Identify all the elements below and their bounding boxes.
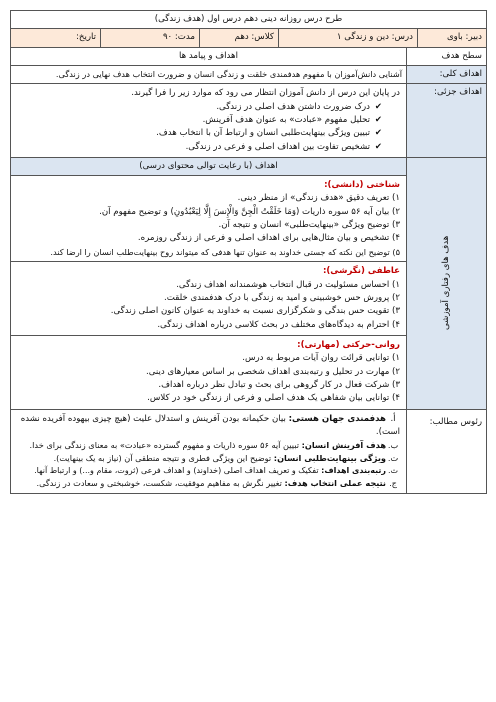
- outline-item: ث.رتبه‌بندی اهداف: تفکیک و تعریف اهداف ا…: [34, 465, 399, 475]
- affective-item: ۴) احترام به دیدگاه‌های مختلف در بحث کلا…: [157, 319, 401, 330]
- psychomotor-item: ۴) توانایی بیان شفاهی یک هدف اصلی و فرعی…: [147, 393, 401, 404]
- checkmark-icon: ✔: [374, 128, 383, 139]
- psychomotor-item: ۳) شرکت فعال در کار گروهی برای بحث و تبا…: [158, 379, 401, 390]
- title-row: طرح درس روزانه دینی دهم درس اول (هدف زند…: [9, 9, 488, 30]
- outline-row: رئوس مطالب: أ.هدفمندی جهان هستی: بیان حک…: [9, 408, 488, 494]
- outline-item: ج.نتیجه عملی انتخاب هدف: تغییر نگرش به م…: [36, 477, 397, 488]
- teacher-field: دبیر: باوی: [417, 29, 487, 47]
- psychomotor-item: ۲) مهارت در تحلیل و رتبه‌بندی اهداف شخصی…: [145, 366, 401, 377]
- affective-title: عاطفی (نگرشی):: [322, 266, 401, 277]
- outline-label: رئوس مطالب:: [406, 408, 488, 494]
- affective-row: عاطفی (نگرشی): ۱) احساس مسئولیت در قبال …: [9, 261, 487, 336]
- duration-field: مدت: ۹۰: [100, 29, 200, 47]
- list-item: ✔تبیین ویژگی بینهایت‌طلبی انسان و ارتباط…: [17, 127, 382, 140]
- info-row: دبیر: باوی درس: دین و زندگی ۱ کلاس: دهم …: [9, 28, 488, 48]
- list-item: ✔درک ضرورت داشتن هدف اصلی در زندگی.: [17, 101, 382, 114]
- partial-goals-row: اهداف جزئی: در پایان این درس از دانش آمو…: [9, 83, 488, 158]
- date-field: تاریخ:: [76, 32, 97, 43]
- checkmark-icon: ✔: [374, 141, 383, 152]
- outline-item: ب.هدف آفرینش انسان: تبیین آیه ۵۶ سوره ذا…: [29, 440, 399, 451]
- cognitive-item: ۲) بیان آیه ۵۶ سوره ذاریات (وَمَا خَلَقْ…: [99, 206, 401, 217]
- behavioral-side-label: هدف های رفتاری آموزشی: [440, 236, 451, 331]
- cognitive-item: ۳) توضیح ویژگی «بینهایت‌طلبی» انسان و نت…: [218, 220, 401, 231]
- checkmark-icon: ✔: [374, 101, 383, 112]
- cognitive-item: ۵) توضیح این نکته که جستی خداوند به عنوا…: [50, 246, 401, 257]
- partial-goals-label: اهداف جزئی:: [406, 83, 488, 158]
- general-goal-text: آشنایی دانش‌آموزان با مفهوم هدفمندی خلقت…: [9, 64, 408, 85]
- general-goal-label: اهداف کلی:: [406, 64, 488, 85]
- levels-value: اهداف و پیامد ها: [9, 46, 408, 66]
- behavioral-header-row: هدف های رفتاری آموزشی اهداف (با رعایت تو…: [9, 156, 488, 410]
- psychomotor-row: روانی-حرکتی (مهارتی): ۱) توانایی قرائت ر…: [9, 334, 487, 410]
- lesson-field: درس: دین و زندگی ۱: [278, 29, 418, 47]
- page-title: طرح درس روزانه دینی دهم درس اول (هدف زند…: [9, 9, 488, 30]
- lesson-plan-table: طرح درس روزانه دینی دهم درس اول (هدف زند…: [9, 9, 488, 494]
- levels-row: سطح هدف اهداف و پیامد ها: [9, 46, 488, 66]
- psychomotor-title: روانی-حرکتی (مهارتی):: [297, 339, 401, 350]
- outline-item: ت.ویژگی بینهایت‌طلبی انسان: توضیح این وی…: [53, 452, 399, 463]
- outline-item: أ.هدفمندی جهان هستی: بیان حکیمانه بودن آ…: [20, 413, 401, 437]
- behavioral-header: اهداف (با رعایت توالی محتوای درسی): [9, 156, 408, 177]
- partial-goals-intro: در پایان این درس از دانش آموزان انتظار م…: [131, 88, 401, 99]
- cognitive-item: ۱) تعریف دقیق «هدف زندگی» از منظر دینی.: [237, 193, 401, 204]
- list-item: ✔تحلیل مفهوم «عبادت» به عنوان هدف آفرینش…: [17, 114, 382, 127]
- cognitive-row: شناختی (دانشی): ۱) تعریف دقیق «هدف زندگی…: [9, 175, 487, 263]
- levels-label: سطح هدف: [406, 46, 488, 66]
- class-field: کلاس: دهم: [199, 29, 279, 47]
- cognitive-title: شناختی (دانشی):: [324, 180, 401, 191]
- general-goal-row: اهداف کلی: آشنایی دانش‌آموزان با مفهوم ه…: [9, 64, 488, 85]
- affective-item: ۳) تقویت حس بندگی و شکرگزاری نسبت به خدا…: [110, 306, 401, 317]
- list-item: ✔تشخیص تفاوت بین اهداف اصلی و فرعی در زن…: [17, 141, 382, 154]
- affective-item: ۲) پرورش حس خوشبینی و امید به زندگی با د…: [164, 293, 401, 304]
- psychomotor-item: ۱) توانایی قرائت روان آیات مربوط به درس.: [242, 353, 401, 364]
- affective-item: ۱) احساس مسئولیت در قبال انتخاب هوشمندان…: [176, 279, 401, 290]
- checkmark-icon: ✔: [374, 114, 383, 125]
- cognitive-item: ۴) تشخیص و بیان مثال‌هایی برای اهداف اصل…: [137, 233, 401, 244]
- partial-goals-list: ✔درک ضرورت داشتن هدف اصلی در زندگی. ✔تحل…: [17, 101, 400, 154]
